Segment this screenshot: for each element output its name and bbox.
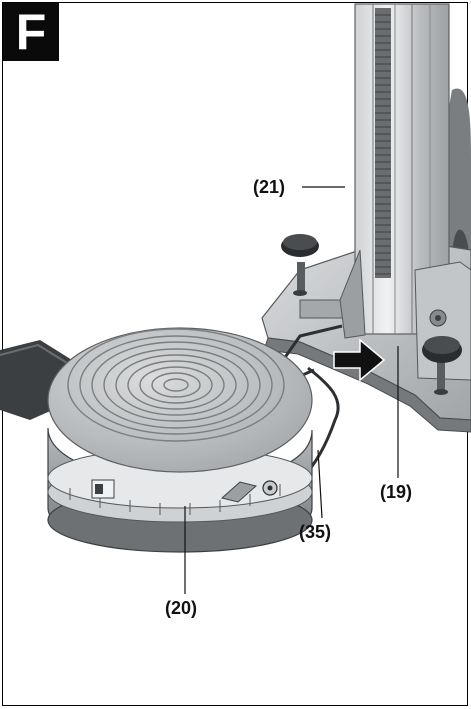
star-knob-right bbox=[422, 336, 462, 395]
insertion-arrow-icon bbox=[333, 338, 386, 382]
star-knob-left bbox=[281, 234, 319, 296]
leader-35 bbox=[317, 449, 323, 519]
callout-19: (19) bbox=[380, 482, 413, 502]
figure-label-badge: F bbox=[3, 3, 59, 61]
callout-35: (35) bbox=[299, 522, 332, 542]
callout-21: (21) bbox=[253, 177, 286, 197]
leader-lines bbox=[184, 186, 399, 594]
vacuum-plate bbox=[47, 327, 313, 553]
callout-20: (20) bbox=[165, 598, 198, 618]
